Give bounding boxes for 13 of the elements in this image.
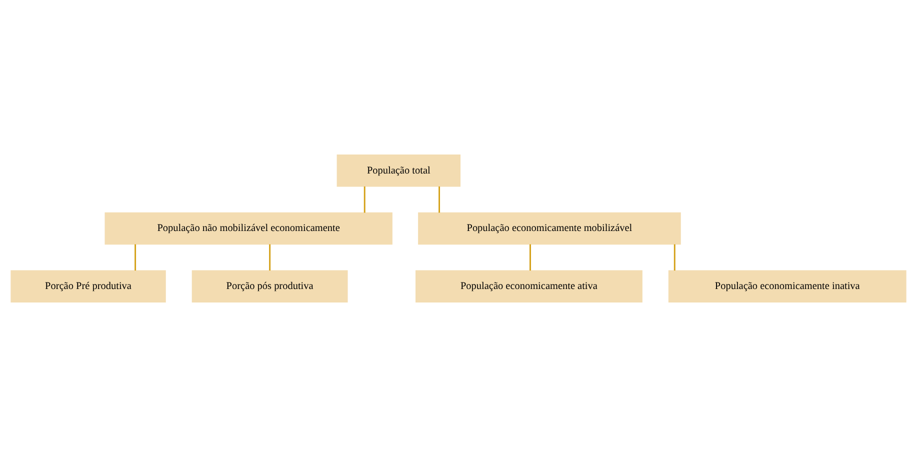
node-box: Porção pós produtiva (192, 270, 348, 302)
connector (364, 186, 366, 213)
connector (134, 244, 136, 271)
node-box: População economicamente inativa (668, 270, 906, 302)
connector (269, 244, 271, 271)
node-box: População total (336, 154, 460, 187)
node-box: População não mobilizável economicamente (104, 212, 392, 245)
connector (438, 186, 440, 213)
connector (530, 244, 531, 271)
node-box: População economicamente ativa (416, 270, 642, 302)
connector (674, 244, 676, 271)
node-box: População economicamente mobilizável (418, 212, 681, 245)
node-box: Porção Pré produtiva (10, 270, 166, 302)
